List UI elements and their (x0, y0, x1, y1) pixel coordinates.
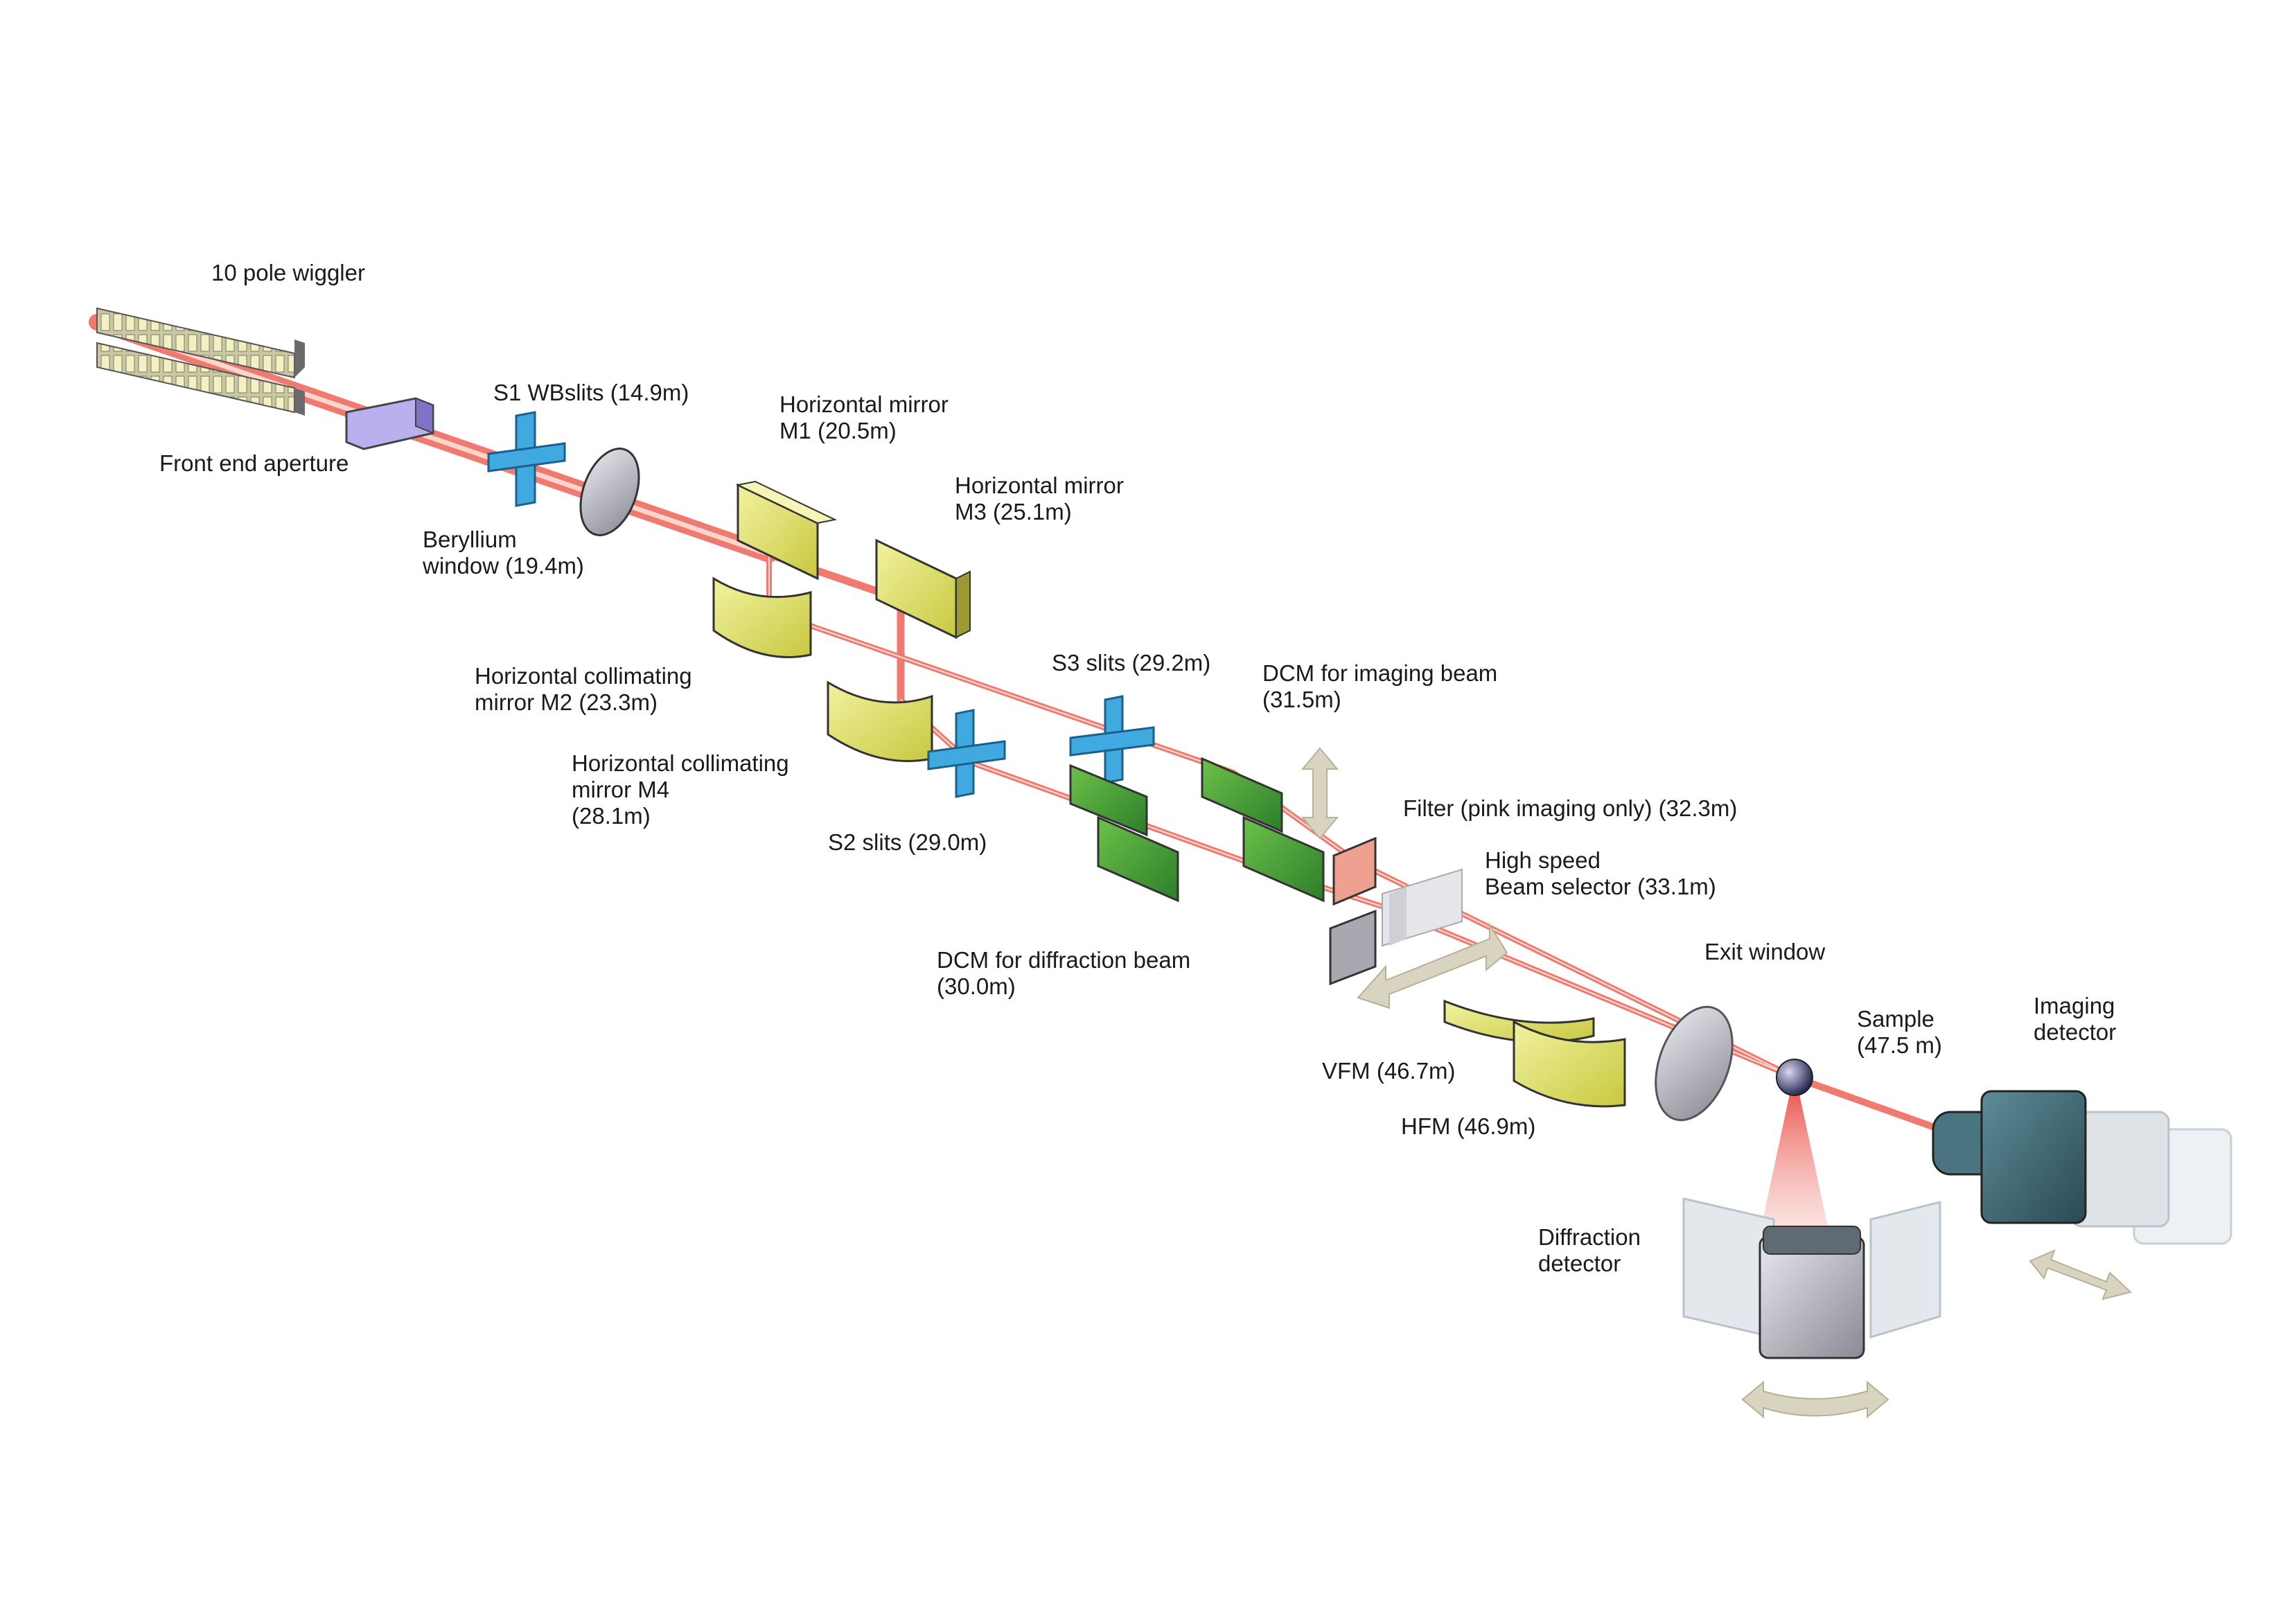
mirror-m4 (827, 680, 933, 762)
beryllium-window (579, 448, 640, 536)
white-beam (89, 314, 777, 563)
label-filter: Filter (pink imaging only) (32.3m) (1403, 795, 1738, 821)
label-hfm: HFM (46.9m) (1401, 1113, 1536, 1139)
label-dcm-diffraction: DCM for diffraction beam (30.0m) (937, 947, 1191, 999)
label-s3-slits: S3 slits (29.2m) (1052, 650, 1211, 676)
label-diffraction-detector: Diffraction detector (1538, 1224, 1641, 1276)
label-mirror-m1: Horizontal mirror M1 (20.5m) (779, 391, 949, 443)
label-mirror-m3: Horizontal mirror M3 (25.1m) (955, 473, 1124, 524)
diffraction-detector-arrow (1741, 1380, 1889, 1419)
diffraction-detector (1682, 1197, 1941, 1359)
dcm-motion-arrow (1301, 747, 1339, 840)
label-imaging-detector: Imaging detector (2034, 993, 2117, 1045)
label-mirror-m2: Horizontal collimating mirror M2 (23.3m) (475, 663, 692, 715)
hfm-mirror (1513, 1020, 1626, 1108)
label-vfm: VFM (46.7m) (1322, 1058, 1456, 1084)
label-exit-window: Exit window (1704, 939, 1826, 964)
label-beam-selector: High speed Beam selector (33.1m) (1485, 847, 1716, 899)
mirror-m1 (735, 480, 838, 581)
label-mirror-m4: Horizontal collimating mirror M4 (28.1m) (572, 750, 789, 829)
s1-slits (487, 411, 566, 507)
s3-slits (1069, 695, 1155, 784)
label-front-end-aperture: Front end aperture (159, 450, 349, 476)
label-sample: Sample (47.5 m) (1857, 1006, 1942, 1058)
imaging-detector-arrow (2029, 1249, 2133, 1300)
wiggler-magnet (96, 307, 305, 416)
sample-sphere (1776, 1059, 1813, 1096)
mirror-m2 (712, 576, 812, 658)
dcm-diffraction (1069, 764, 1179, 903)
label-beryllium-window: Beryllium window (19.4m) (423, 527, 584, 579)
beam-selector (1329, 868, 1463, 986)
label-s1-slits: S1 WBslits (14.9m) (493, 380, 689, 405)
front-end-aperture (345, 397, 434, 450)
diffraction-cone (1760, 1088, 1829, 1233)
s2-slits (927, 709, 1006, 798)
label-s2-slits: S2 slits (29.0m) (828, 829, 987, 855)
label-wiggler: 10 pole wiggler (211, 260, 365, 285)
imaging-detector (1932, 1090, 2232, 1245)
beam-selector-arrow (1357, 922, 1508, 1009)
filter-pink (1332, 836, 1377, 906)
exit-window (1655, 1005, 1734, 1122)
dcm-imaging (1201, 757, 1325, 903)
label-dcm-imaging: DCM for imaging beam (31.5m) (1262, 660, 1498, 712)
vfm-mirror (1443, 999, 1595, 1043)
mirror-m3 (875, 538, 971, 639)
